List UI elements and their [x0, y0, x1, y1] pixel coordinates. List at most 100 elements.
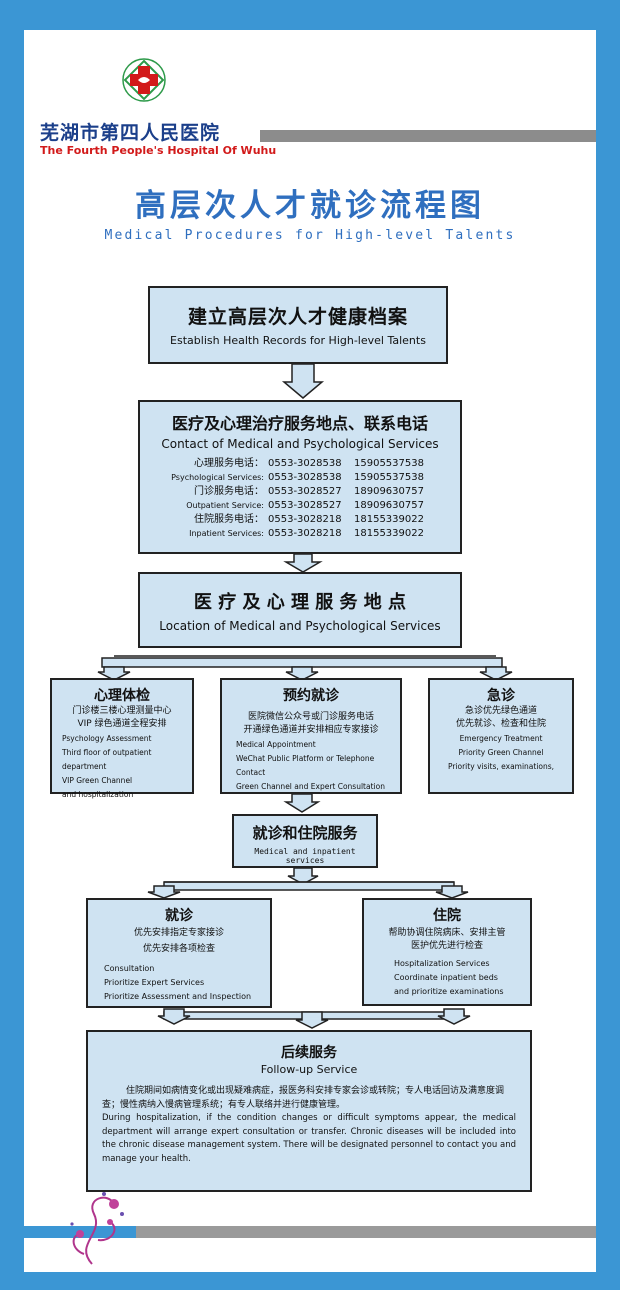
branch-psych-line: VIP 绿色通道全程安排 — [77, 719, 167, 729]
hospital-name-en: The Fourth People's Hospital Of Wuhu — [40, 144, 277, 157]
contact-label: Outpatient Service: — [186, 501, 264, 510]
contact-label: Inpatient Services: — [189, 529, 264, 538]
branch-psych-en-line: VIP Green Channel — [62, 776, 133, 785]
step-contact-en: Contact of Medical and Psychological Ser… — [161, 437, 439, 451]
contact-phone: 0553-3028218 — [268, 528, 342, 539]
step-health-records-en: Establish Health Records for High-level … — [170, 334, 426, 347]
step-contact-cn: 医疗及心理治疗服务地点、联系电话 — [171, 414, 428, 433]
visit-en: Consultation Prioritize Expert Services … — [88, 962, 270, 1004]
branch-emergency-title: 急诊 — [487, 688, 515, 704]
branch-emergency-en-line: Priority visits, examinations, — [447, 762, 555, 771]
step-contact: 医疗及心理治疗服务地点、联系电话 Contact of Medical and … — [138, 400, 462, 554]
step-medical-inpatient-en: Medical and inpatient services — [254, 847, 356, 865]
followup-body-en: During hospitalization, if the condition… — [102, 1113, 516, 1164]
step-medical-inpatient-cn: 就诊和住院服务 — [252, 824, 358, 842]
branch-appointment: 预约就诊 医院微信公众号或门诊服务电话 开通绿色通道并安排相应专家接诊 Medi… — [220, 678, 402, 794]
inpatient-en-line: Coordinate inpatient beds — [394, 973, 498, 982]
contact-row: Outpatient Service: 0553-3028527 1890963… — [150, 499, 460, 513]
contact-row: Psychological Services: 0553-3028538 159… — [150, 471, 460, 485]
branch-appointment-en: Medical Appointment WeChat Public Platfo… — [222, 738, 400, 794]
step-location: 医 疗 及 心 理 服 务 地 点 Location of Medical an… — [138, 572, 462, 648]
contact-row: 心理服务电话： 0553-3028538 15905537538 — [150, 457, 460, 471]
contact-mobile: 15905537538 — [354, 472, 424, 483]
visit-en-line: Consultation — [104, 964, 155, 973]
branch-appointment-line: 医院微信公众号或门诊服务电话 — [247, 712, 374, 722]
hospital-name-cn: 芜湖市第四人民医院 — [40, 122, 221, 144]
contact-mobile: 18909630757 — [354, 486, 424, 497]
contact-row: Inpatient Services: 0553-3028218 1815533… — [150, 527, 460, 541]
contact-label: Psychological Services: — [171, 473, 264, 482]
step-health-records: 建立高层次人才健康档案 Establish Health Records for… — [148, 286, 448, 364]
followup-title-en: Follow-up Service — [260, 1063, 358, 1076]
visit-title: 就诊 — [165, 908, 193, 924]
inpatient-box: 住院 帮助协调住院病床、安排主管 医护优先进行检查 Hospitalizatio… — [362, 898, 532, 1006]
page-title-cn: 高层次人才就诊流程图 — [135, 188, 485, 224]
down-arrow-3 — [283, 793, 321, 813]
contact-label: 住院服务电话： — [194, 514, 264, 525]
step-medical-inpatient: 就诊和住院服务 Medical and inpatient services — [232, 814, 378, 868]
branch-appointment-en-line: Medical Appointment — [236, 740, 316, 749]
merge-bar — [163, 1011, 465, 1020]
contact-phone: 0553-3028538 — [268, 472, 342, 483]
step-health-records-cn: 建立高层次人才健康档案 — [187, 306, 408, 328]
branch-appointment-en-line: WeChat Public Platform or Telephone Cont… — [236, 754, 375, 777]
visit-line: 优先安排指定专家接诊 — [133, 928, 224, 938]
visit-en-line: Prioritize Expert Services — [104, 978, 205, 987]
branch-psych-en: Psychology Assessment Third floor of out… — [52, 732, 192, 802]
branch-emergency-en-line: Priority Green Channel — [458, 748, 544, 757]
footer-bar-gray — [118, 1226, 596, 1238]
contact-mobile: 15905537538 — [354, 458, 424, 469]
down-arrow-1 — [281, 363, 325, 399]
branch-arrow-visit — [147, 885, 181, 899]
contact-phone: 0553-3028218 — [268, 514, 342, 525]
contact-list: 心理服务电话： 0553-3028538 15905537538 Psychol… — [140, 457, 460, 541]
branch-psych-line: 门诊楼三楼心理测量中心 — [72, 706, 172, 716]
contact-row: 住院服务电话： 0553-3028218 18155339022 — [150, 513, 460, 527]
visit-box: 就诊 优先安排指定专家接诊 优先安排各项检查 Consultation Prio… — [86, 898, 272, 1008]
contact-mobile: 18909630757 — [354, 500, 424, 511]
contact-phone: 0553-3028527 — [268, 500, 342, 511]
branch-appointment-en-line: Green Channel and Expert Consultation — [236, 782, 385, 791]
merge-arrow-mid — [295, 1011, 329, 1029]
contact-phone: 0553-3028538 — [268, 458, 342, 469]
branch-appointment-line: 开通绿色通道并安排相应专家接诊 — [243, 725, 379, 735]
branch-emergency-en: Emergency Treatment Priority Green Chann… — [430, 732, 572, 774]
visit-line: 优先安排各项检查 — [142, 944, 215, 954]
followup-body-cn: 住院期间如病情变化或出现疑难病症，报医务科安排专家会诊或转院；专人电话回访及满意… — [102, 1086, 505, 1110]
page-title-en: Medical Procedures for High-level Talent… — [104, 228, 516, 243]
inpatient-line: 医护优先进行检查 — [410, 941, 483, 951]
header-divider-bar — [260, 130, 596, 142]
branch-psych-exam-title: 心理体检 — [94, 688, 150, 704]
followup-title-cn: 后续服务 — [281, 1045, 337, 1061]
branch-emergency-en-line: Emergency Treatment — [459, 734, 543, 743]
decorative-floral-icon — [70, 1192, 124, 1265]
inpatient-en-line: and prioritize examinations — [394, 987, 504, 996]
branch-emergency-line: 急诊优先绿色通道 — [464, 706, 537, 716]
down-arrow-2 — [283, 553, 323, 573]
visit-en-line: Prioritize Assessment and Inspection — [104, 992, 252, 1001]
merge-arrow-left — [157, 1008, 191, 1025]
down-arrow-4 — [287, 867, 319, 885]
contact-phone: 0553-3028527 — [268, 486, 342, 497]
poster: 芜湖市第四人民医院 The Fourth People's Hospital O… — [24, 30, 596, 1272]
branch-bar-top — [101, 657, 503, 668]
step-location-en: Location of Medical and Psychological Se… — [159, 619, 441, 633]
branch-psych-en-line: Third floor of outpatient department — [62, 748, 152, 771]
branch-arrow-inpatient — [435, 885, 469, 899]
branch-psych-en-line: and hospitalization — [62, 790, 134, 799]
branch-emergency-line: 优先就诊、检查和住院 — [455, 719, 546, 729]
branch-bar-bottom — [163, 881, 455, 891]
merge-arrow-right — [437, 1008, 471, 1025]
contact-row: 门诊服务电话： 0553-3028527 18909630757 — [150, 485, 460, 499]
branch-psych-exam: 心理体检 门诊楼三楼心理测量中心 VIP 绿色通道全程安排 Psychology… — [50, 678, 194, 799]
inpatient-line: 帮助协调住院病床、安排主管 — [388, 928, 506, 938]
followup-box: 后续服务 Follow-up Service 住院期间如病情变化或出现疑难病症，… — [86, 1030, 532, 1192]
step-location-cn: 医 疗 及 心 理 服 务 地 点 — [193, 592, 407, 613]
contact-mobile: 18155339022 — [354, 514, 424, 525]
branch-psych-en-line: Psychology Assessment — [62, 734, 152, 743]
branch-emergency: 急诊 急诊优先绿色通道 优先就诊、检查和住院 Emergency Treatme… — [428, 678, 574, 794]
inpatient-title: 住院 — [433, 908, 461, 924]
inpatient-en-line: Hospitalization Services — [394, 959, 490, 968]
contact-label: 心理服务电话： — [194, 458, 264, 469]
contact-label: 门诊服务电话： — [194, 486, 264, 497]
